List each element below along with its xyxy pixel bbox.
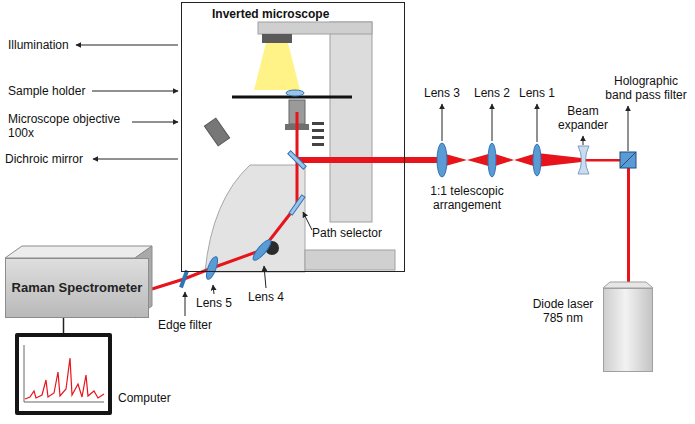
sample-holder [286, 90, 304, 96]
raman-beam [152, 205, 297, 289]
microscope-body [205, 165, 305, 272]
microscope-column [330, 22, 372, 222]
filter-stack [312, 122, 324, 146]
lens-label: Lens 2 [470, 86, 514, 100]
laser-box: Diode laser 785 nm [603, 288, 653, 372]
part-label: Illumination [8, 38, 88, 52]
illumination-light [254, 43, 300, 90]
microscope-arm [258, 22, 372, 34]
computer-label: Computer [118, 391, 171, 405]
lens-1 [533, 144, 541, 176]
part-label: Holographic band pass filter [601, 74, 691, 102]
microscope-housing: Inverted microscope [181, 2, 405, 272]
microscope-title: Inverted microscope [212, 7, 329, 21]
lens-label: Lens 3 [420, 86, 464, 100]
laser-label: Diode laser 785 nm [530, 297, 596, 325]
lens-label: Lens 5 [194, 296, 234, 310]
part-label: Microscope objective 100x [8, 112, 128, 140]
plot-axes [24, 345, 104, 402]
part-label: Beam expander [550, 104, 616, 132]
part-label: Dichroic mirror [5, 152, 105, 166]
lamp-housing [262, 34, 292, 43]
lens-2 [488, 143, 496, 177]
laser-beam [296, 112, 631, 288]
lens-4 [251, 237, 274, 262]
monitor-screen [19, 337, 108, 411]
part-label: Path selector [312, 226, 392, 240]
edge-filter [179, 270, 189, 288]
microscope-base [305, 250, 395, 270]
computer-monitor: Computer [15, 333, 112, 415]
dichroic-mirror [288, 151, 306, 169]
bandpass-filter-cube [620, 152, 636, 168]
spectrometer-label: Raman Spectrometer [12, 280, 143, 296]
signal-cable [63, 318, 65, 333]
part-label: Sample holder [8, 84, 98, 98]
filter-cube-edge [620, 152, 636, 168]
lens-3 [437, 143, 447, 177]
group-label: 1:1 telescopic arrangement [423, 184, 511, 212]
spectrometer-box: Raman Spectrometer [5, 258, 149, 318]
spectrometer-top [5, 246, 152, 258]
leader-arrows [76, 45, 628, 316]
lens-label: Lens 4 [246, 290, 286, 304]
beam-expander [578, 146, 589, 174]
lens-5 [204, 255, 220, 280]
path-selector-mirror [289, 195, 305, 215]
objective-turret [204, 118, 229, 146]
lens-label: Lens 1 [515, 86, 559, 100]
raman-spectrum [25, 358, 104, 399]
part-label: Edge filter [150, 318, 220, 332]
